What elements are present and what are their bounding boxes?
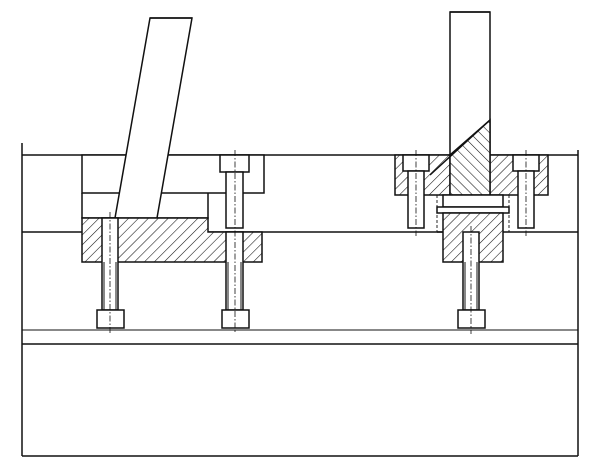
base-plate [21, 329, 579, 457]
middle-left-bolt [219, 150, 250, 334]
right-clamp-assembly [394, 11, 549, 334]
left-clamp-assembly [81, 17, 265, 334]
left-bolt [96, 212, 125, 334]
right-top-bolts [407, 150, 535, 236]
right-lower-bolt [457, 226, 486, 334]
